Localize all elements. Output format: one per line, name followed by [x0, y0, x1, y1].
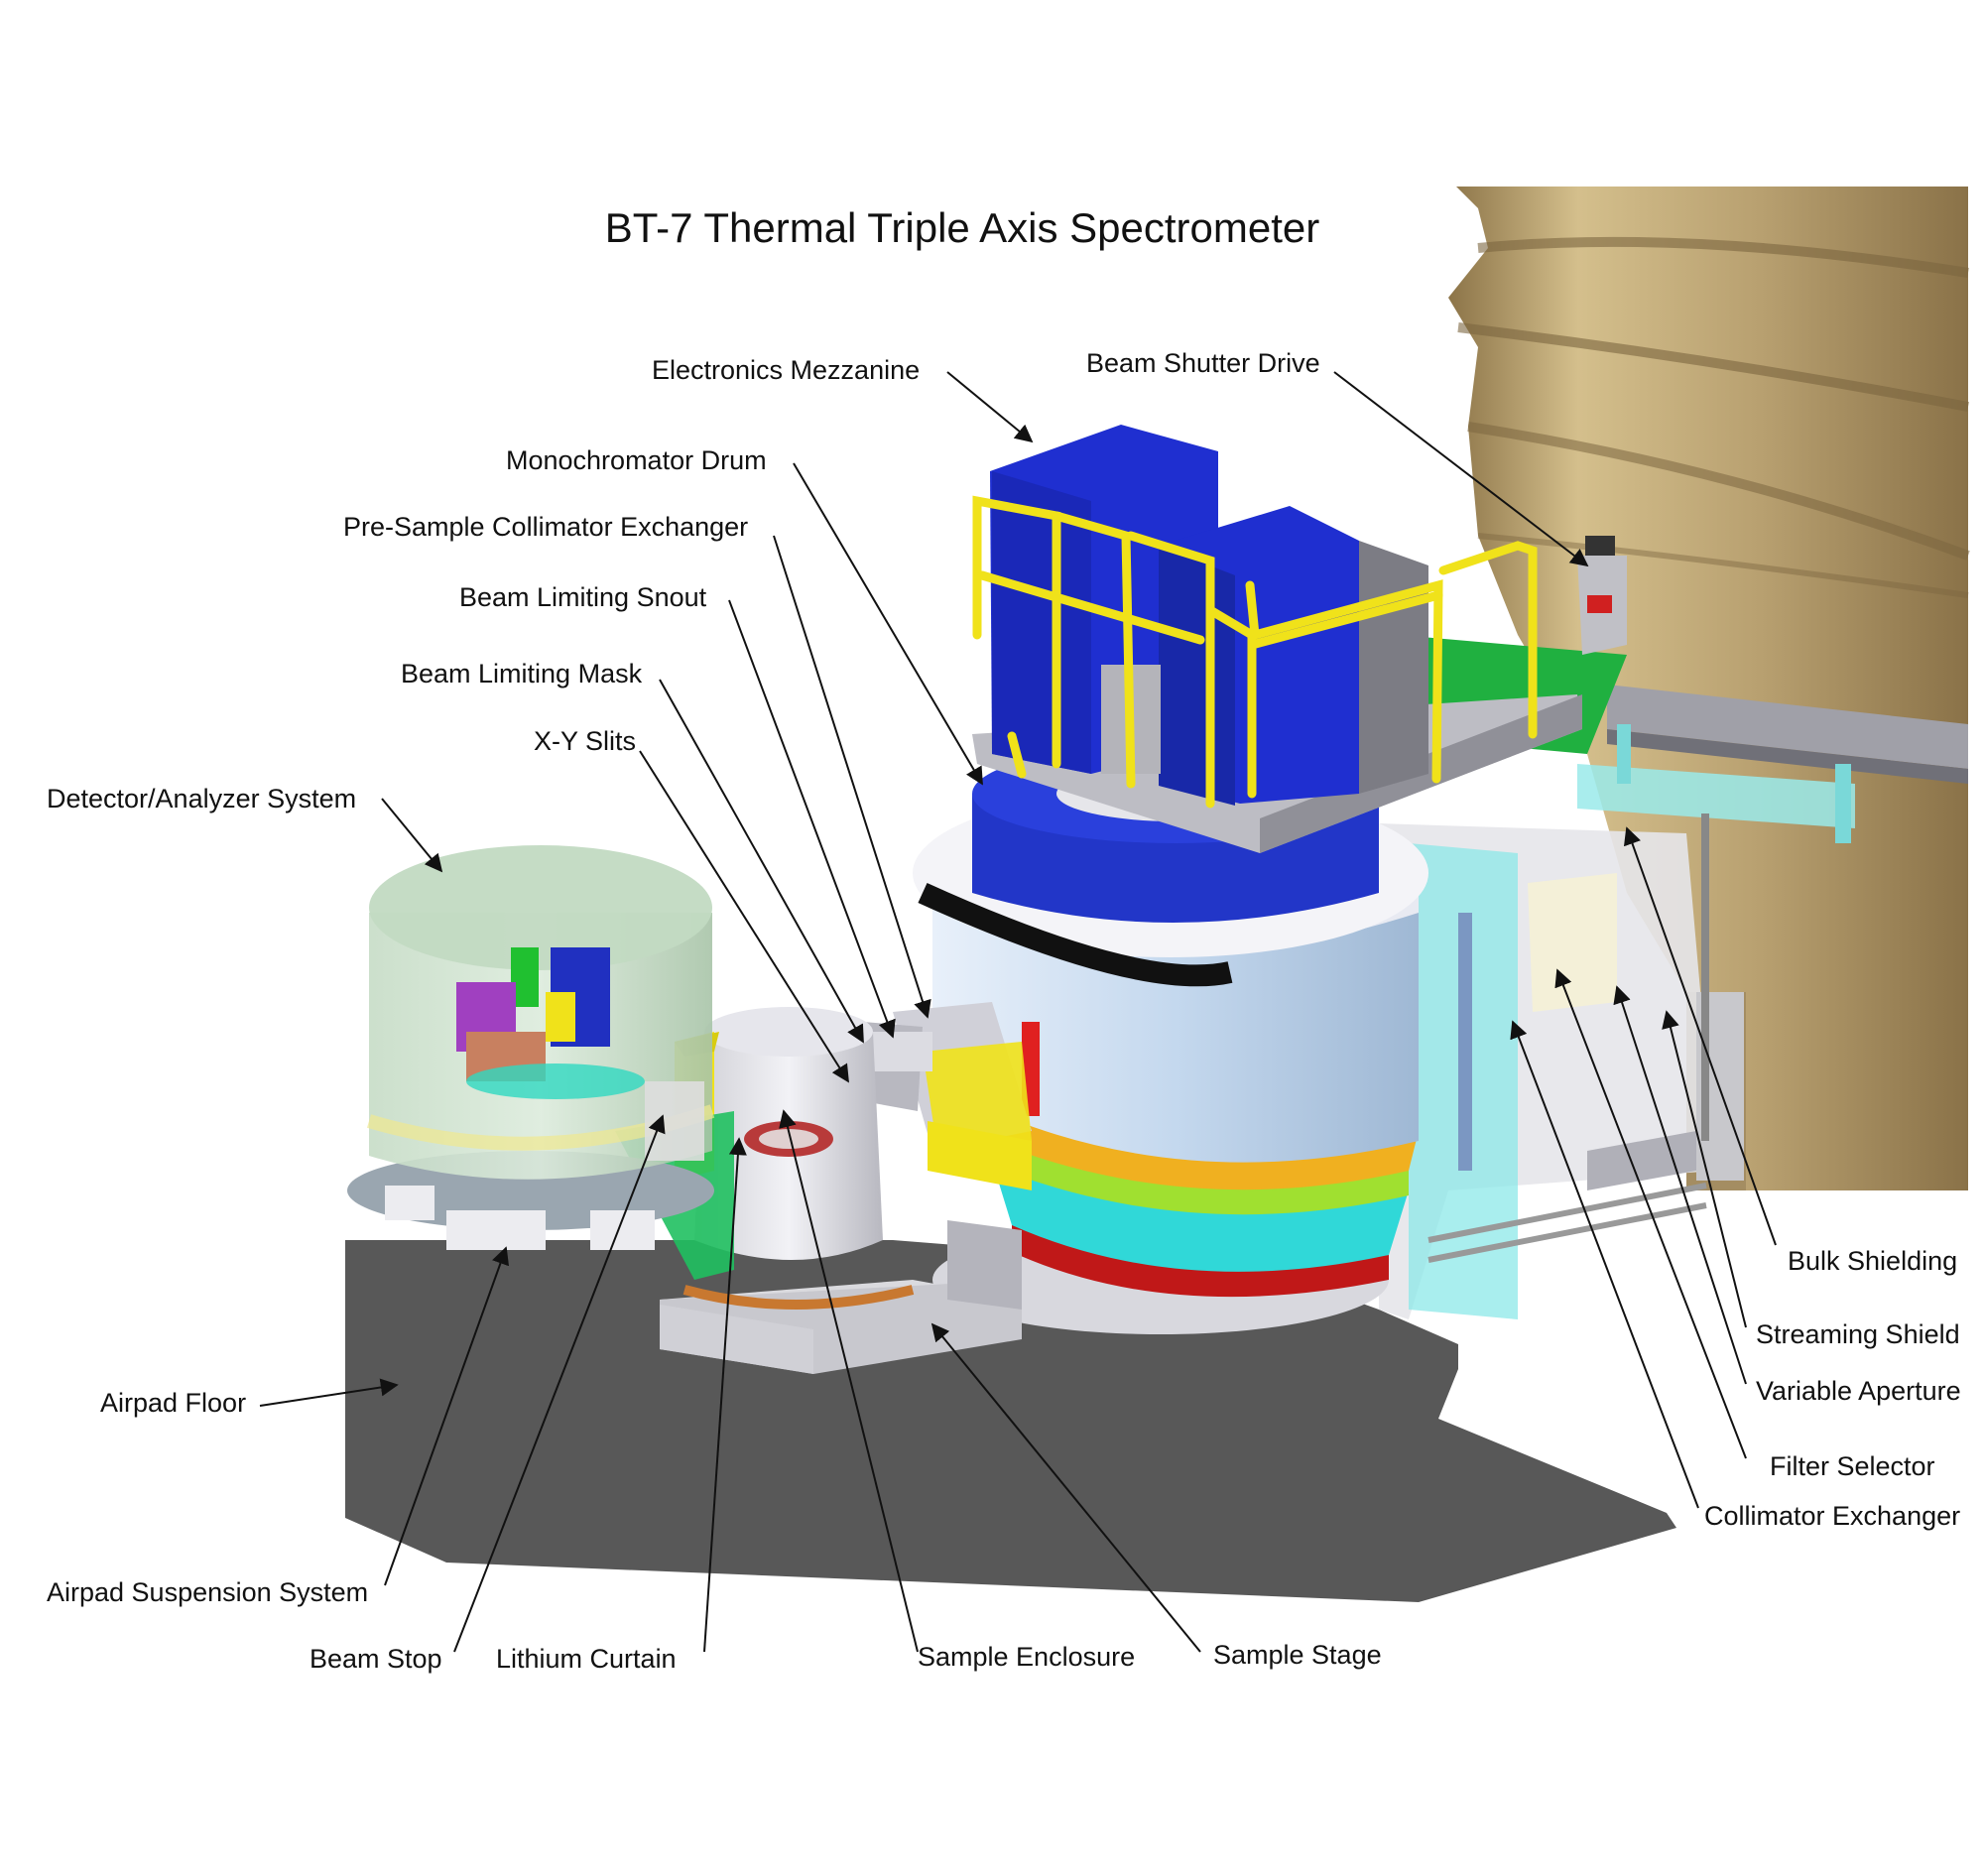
leader-electronics-mezzanine	[946, 371, 1034, 443]
leader-beam-stop	[453, 1114, 666, 1653]
leader-airpad-suspension	[384, 1246, 509, 1586]
leader-detector-analyzer	[381, 798, 443, 873]
shielding-assembly	[1379, 813, 1744, 1319]
leader-beam-limiting-mask	[659, 679, 864, 1044]
beam-guide-rail	[1607, 685, 1968, 784]
leader-airpad-floor	[259, 1378, 399, 1407]
label-electronics-mezzanine: Electronics Mezzanine	[652, 355, 921, 385]
electronics-mezzanine-shape	[972, 425, 1582, 853]
cyan-arm	[1577, 724, 1855, 843]
leader-beam-shutter-drive	[1333, 371, 1589, 567]
label-detector-analyzer-system: Detector/Analyzer System	[47, 784, 357, 813]
leader-filter-selector	[1554, 968, 1747, 1459]
label-pre-sample-collimator-exchanger: Pre-Sample Collimator Exchanger	[343, 512, 749, 542]
leader-lines	[259, 371, 1777, 1653]
leader-bulk-shielding	[1623, 826, 1777, 1246]
diagram-title: BT-7 Thermal Triple Axis Spectrometer	[604, 204, 1320, 251]
label-beam-limiting-snout: Beam Limiting Snout	[459, 582, 707, 612]
label-airpad-floor: Airpad Floor	[100, 1388, 247, 1418]
leader-lithium-curtain	[703, 1137, 747, 1653]
label-filter-selector: Filter Selector	[1770, 1451, 1935, 1481]
leader-pre-sample-collimator	[773, 535, 931, 1019]
label-lithium-curtain: Lithium Curtain	[496, 1644, 677, 1674]
label-monochromator-drum: Monochromator Drum	[506, 445, 767, 475]
label-sample-stage: Sample Stage	[1213, 1640, 1382, 1670]
label-xy-slits: X-Y Slits	[534, 726, 637, 756]
label-sample-enclosure: Sample Enclosure	[918, 1642, 1136, 1672]
leader-beam-limiting-snout	[728, 599, 896, 1039]
detector-analyzer-shape	[347, 845, 715, 1250]
leader-collimator-exchanger	[1510, 1020, 1699, 1509]
beam-shutter-drive-box	[1577, 536, 1627, 655]
leader-streaming-shield	[1662, 1010, 1747, 1328]
leader-monochromator-drum	[793, 462, 983, 786]
label-variable-aperture: Variable Aperture	[1756, 1376, 1961, 1406]
leader-xy-slits	[639, 750, 849, 1083]
leader-sample-enclosure	[779, 1109, 919, 1653]
label-airpad-suspension-system: Airpad Suspension System	[47, 1577, 369, 1607]
leader-variable-aperture	[1613, 985, 1747, 1385]
label-streaming-shield: Streaming Shield	[1756, 1319, 1960, 1349]
label-bulk-shielding: Bulk Shielding	[1788, 1246, 1958, 1276]
label-collimator-exchanger: Collimator Exchanger	[1704, 1501, 1961, 1531]
label-beam-stop: Beam Stop	[310, 1644, 442, 1674]
label-beam-shutter-drive: Beam Shutter Drive	[1086, 348, 1320, 378]
label-beam-limiting-mask: Beam Limiting Mask	[401, 659, 643, 688]
leader-sample-stage	[930, 1322, 1201, 1653]
